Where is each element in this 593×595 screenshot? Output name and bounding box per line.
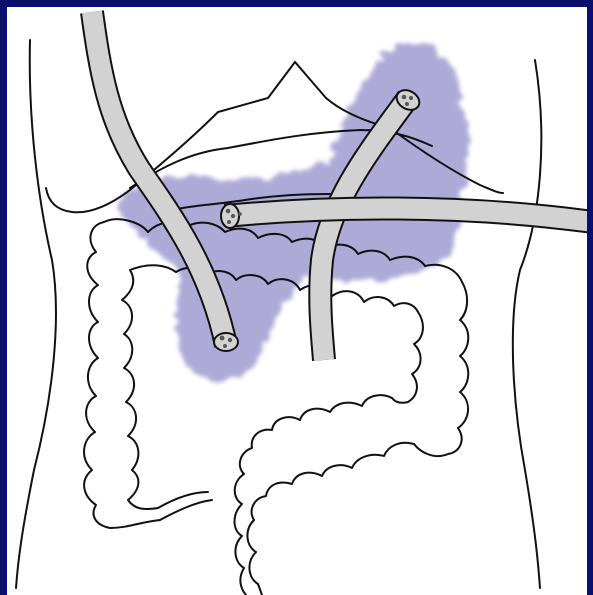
illustration-panel xyxy=(7,7,587,595)
drain-tube-icon xyxy=(221,204,239,228)
abdominal-drainage-illustration xyxy=(7,7,587,595)
drain-tube-icon xyxy=(214,333,238,351)
